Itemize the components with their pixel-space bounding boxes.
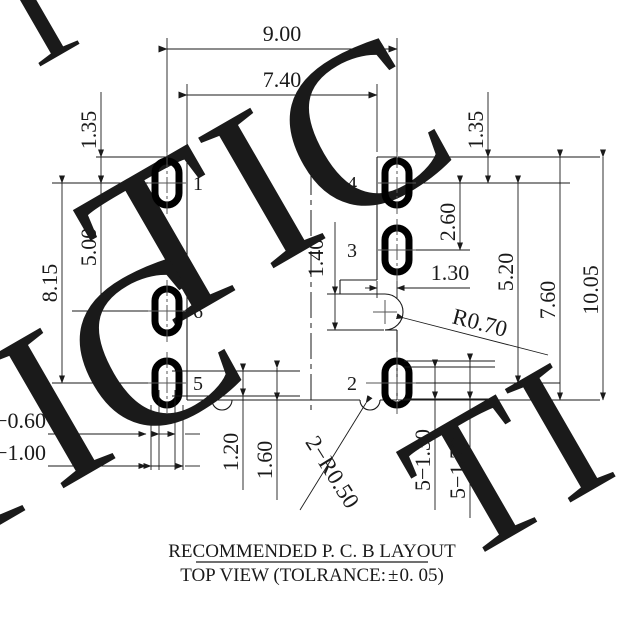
pad-4[interactable]: [378, 152, 416, 214]
dim-inner-width: 7.40: [263, 67, 302, 92]
dim-corner-radius-small: 2−R0.50: [301, 431, 365, 512]
pad-6[interactable]: [148, 280, 186, 342]
dim-pad4-pad2: 5.20: [493, 253, 518, 292]
dim-pad1-pad6: 5.00: [76, 228, 101, 267]
pad-label-2: 2: [347, 373, 357, 395]
pad-label-5: 5: [193, 373, 203, 395]
pad-group: [148, 152, 416, 414]
dim-left-group: [52, 92, 186, 384]
pad-1[interactable]: [148, 152, 186, 214]
pad-label-4: 4: [347, 173, 357, 195]
dim-overall-height: 10.05: [578, 265, 603, 315]
radius-center-mark: [373, 300, 397, 324]
pad-2[interactable]: [366, 352, 416, 414]
dim-notch-depth: 1.40: [303, 239, 328, 278]
dim-center-group: [327, 222, 470, 331]
tolerance-value: 0. 05): [399, 565, 443, 586]
title-block: RECOMMENDED P. C. B LAYOUT TOP VIEW (TOL…: [168, 541, 456, 586]
watermark-glyph: T: [0, 0, 116, 106]
dim-top-offset-right: 1.35: [463, 111, 488, 150]
dim-bottom-group: [172, 360, 300, 500]
dim-right-group: [398, 92, 606, 401]
leader-r050: [299, 395, 373, 511]
dim-pad-pitch-a: 5−1.30: [410, 429, 435, 491]
pad-5[interactable]: [148, 352, 186, 414]
pad-label-6: 6: [193, 301, 203, 323]
pad-label-1: 1: [193, 173, 203, 195]
dim-pad-pitch-b: 5−1.70: [445, 437, 470, 499]
dim-overall-width: 9.00: [263, 21, 302, 46]
dim-pad-slot-width: 6−0.60: [0, 408, 46, 433]
dim-pad4-pad3: 2.60: [435, 203, 460, 242]
leader-r070: [395, 313, 549, 356]
pad-3[interactable]: [378, 219, 416, 281]
dim-rb-group: [404, 353, 495, 518]
watermark: TIC TIC TI T: [0, 0, 620, 606]
dim-step-height-outer: 1.60: [252, 441, 277, 480]
tolerance-sign: ±: [388, 565, 398, 586]
dim-top-offset-left: 1.35: [76, 111, 101, 150]
dim-notch-offset: 1.30: [431, 260, 470, 285]
dim-step-height-inner: 1.20: [218, 433, 243, 472]
leader-underlines: [48, 433, 146, 467]
dim-top-group: [158, 38, 398, 152]
dim-pad4-bottom: 7.60: [535, 281, 560, 320]
title-line-2-text: TOP VIEW (TOLRANCE:: [180, 565, 386, 586]
dim-pad1-pad5: 8.15: [37, 264, 62, 303]
title-line-2: TOP VIEW (TOLRANCE:±0. 05): [180, 565, 444, 586]
dim-pad-slot-length: 6−1.00: [0, 440, 46, 465]
pad-label-3: 3: [347, 240, 357, 262]
title-line-1: RECOMMENDED P. C. B LAYOUT: [168, 541, 456, 562]
dim-corner-radius-large: R0.70: [450, 304, 510, 342]
